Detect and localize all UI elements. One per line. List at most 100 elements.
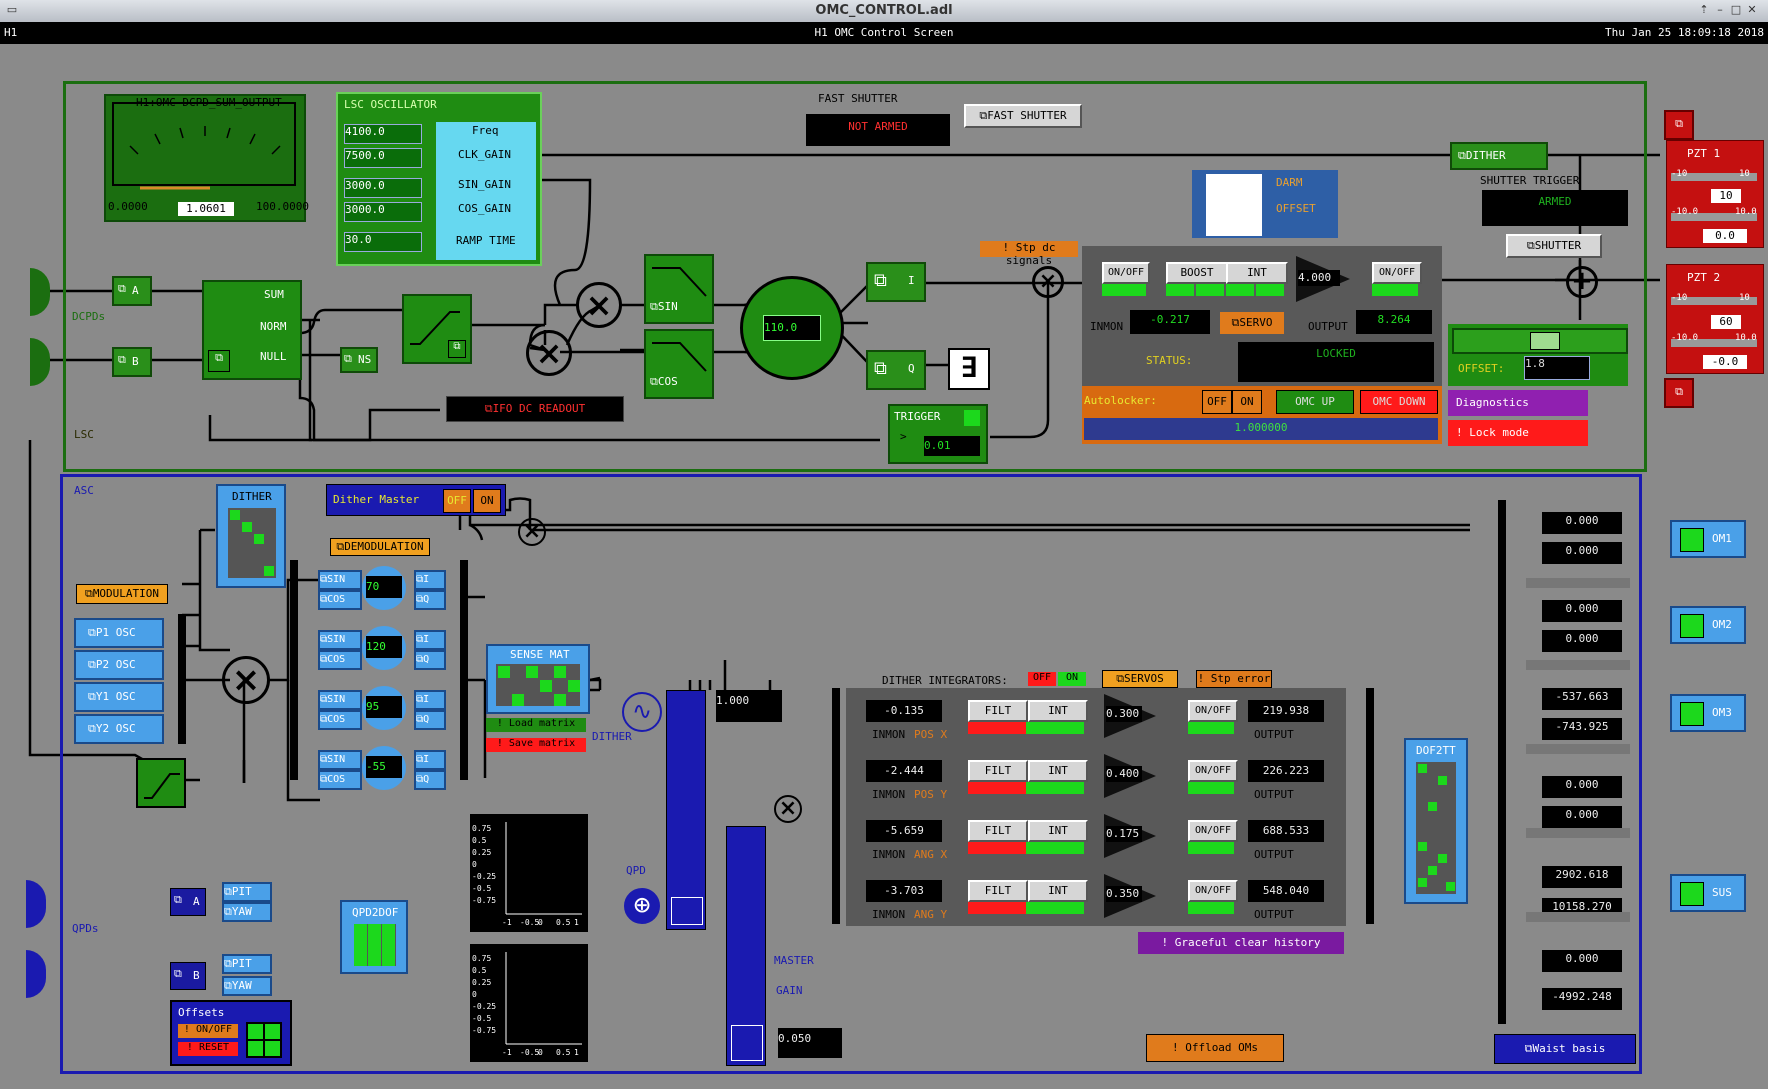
lock-mode-button[interactable]: ! Lock mode — [1448, 420, 1588, 446]
qpd-b-yaw-button[interactable]: ⧉YAW — [222, 976, 272, 996]
qpd-b-button[interactable]: ⧉B — [170, 962, 206, 990]
maximize-icon[interactable]: □ — [1730, 3, 1742, 16]
pzt1-a-field[interactable]: 10 — [1711, 189, 1741, 203]
demod-sin-button[interactable]: ⧉SIN — [318, 690, 362, 710]
dither-gain-slider-thumb[interactable] — [671, 897, 703, 925]
om-button[interactable]: SUS — [1670, 874, 1746, 912]
q-button[interactable]: ⧉Q — [866, 350, 926, 390]
demod-q-button[interactable]: ⧉Q — [414, 590, 446, 610]
dither-master-on-button[interactable]: ON — [473, 489, 501, 513]
asc-dither-matrix-button[interactable]: DITHER — [216, 484, 286, 588]
demod-phase-field[interactable]: 70 — [366, 576, 402, 598]
dcpd-b-button[interactable]: B⧉ — [112, 347, 152, 377]
autolocker-off-button[interactable]: OFF — [1202, 390, 1232, 414]
load-matrix-button[interactable]: ! Load matrix — [486, 718, 586, 732]
integrator-onoff-button[interactable]: ON/OFF — [1188, 820, 1238, 842]
integrator-int-button[interactable]: INT — [1028, 700, 1088, 722]
dither-master-off-button[interactable]: OFF — [443, 489, 471, 513]
demod-sin-button[interactable]: ⧉SIN — [318, 570, 362, 590]
demod-i-button[interactable]: ⧉I — [414, 750, 446, 770]
servos-button[interactable]: ⧉SERVOS — [1102, 670, 1178, 688]
integrators-on-button[interactable]: ON — [1058, 672, 1086, 686]
dcpd-a-button[interactable]: A⧉ — [112, 276, 152, 306]
integrator-gain-value[interactable]: 0.350 — [1106, 886, 1142, 902]
qpd-b-pit-button[interactable]: ⧉PIT — [222, 954, 272, 974]
ns-button[interactable]: ⧉NS — [340, 347, 378, 373]
integrator-gain-value[interactable]: 0.300 — [1106, 706, 1142, 722]
window-menu-icon[interactable]: ▭ — [6, 3, 18, 16]
integrator-filt-button[interactable]: FILT — [968, 820, 1028, 842]
lsc-dither-button[interactable]: ⧉DITHER — [1450, 142, 1548, 170]
integrator-filt-button[interactable]: FILT — [968, 700, 1028, 722]
dc-filter-block[interactable]: ⧉ — [402, 294, 472, 364]
cos-filter-block[interactable]: ⧉COS — [644, 329, 714, 399]
offset-slider[interactable] — [1452, 328, 1628, 354]
pzt-related-icon[interactable]: ⧉ — [1664, 110, 1694, 140]
autolocker-on-button[interactable]: ON — [1232, 390, 1262, 414]
i-button[interactable]: ⧉I — [866, 262, 926, 302]
trigger-threshold-field[interactable]: 0.01 — [924, 436, 980, 456]
integrator-onoff-button[interactable]: ON/OFF — [1188, 760, 1238, 782]
integrator-int-button[interactable]: INT — [1028, 820, 1088, 842]
filter-related-icon[interactable]: ⧉ — [448, 340, 466, 358]
trigger-block[interactable]: TRIGGER > 0.01 — [888, 404, 988, 464]
master-gain-slider-thumb[interactable] — [731, 1025, 763, 1061]
integrator-filt-button[interactable]: FILT — [968, 880, 1028, 902]
master-gain-slider[interactable] — [726, 826, 766, 1066]
om-button[interactable]: OM2 — [1670, 606, 1746, 644]
qpd-a-button[interactable]: ⧉A — [170, 888, 206, 916]
pzt1-b-field[interactable]: 0.0 — [1703, 229, 1747, 243]
offsets-reset-button[interactable]: ! RESET — [178, 1042, 238, 1056]
demod-i-button[interactable]: ⧉I — [414, 570, 446, 590]
demod-cos-button[interactable]: ⧉COS — [318, 650, 362, 670]
demod-sin-button[interactable]: ⧉SIN — [318, 630, 362, 650]
phase-field[interactable]: 110.0 — [763, 315, 821, 341]
p2-osc-button[interactable]: ⧉P2 OSC — [74, 650, 164, 680]
demod-cos-button[interactable]: ⧉COS — [318, 770, 362, 790]
sin-filter-block[interactable]: ⧉SIN — [644, 254, 714, 324]
demod-q-button[interactable]: ⧉Q — [414, 770, 446, 790]
demod-i-button[interactable]: ⧉I — [414, 690, 446, 710]
osc-ramp-time-field[interactable]: 30.0 — [344, 232, 422, 252]
demod-phase-field[interactable]: 95 — [366, 696, 402, 718]
demod-i-button[interactable]: ⧉I — [414, 630, 446, 650]
integrator-int-button[interactable]: INT — [1028, 880, 1088, 902]
omc-down-button[interactable]: OMC DOWN — [1360, 390, 1438, 414]
modulation-button[interactable]: ⧉MODULATION — [76, 584, 168, 604]
pzt2-related-icon[interactable]: ⧉ — [1664, 378, 1694, 408]
demod-q-button[interactable]: ⧉Q — [414, 650, 446, 670]
offload-oms-button[interactable]: ! Offload OMs — [1146, 1034, 1284, 1062]
fast-shutter-button[interactable]: ⧉FAST SHUTTER — [964, 104, 1082, 128]
demodulation-button[interactable]: ⧉DEMODULATION — [330, 538, 430, 556]
pzt2-a-field[interactable]: 60 — [1711, 315, 1741, 329]
ifo-dc-readout-button[interactable]: ⧉IFO DC READOUT — [446, 396, 624, 422]
pzt2-b-field[interactable]: -0.0 — [1703, 355, 1747, 369]
integrator-gain-value[interactable]: 0.175 — [1106, 826, 1142, 842]
stp-error-button[interactable]: ! Stp error — [1196, 670, 1272, 688]
osc-cos-gain-field[interactable]: 3000.0 — [344, 202, 422, 222]
integrator-int-button[interactable]: INT — [1028, 760, 1088, 782]
close-icon[interactable]: ✕ — [1747, 3, 1757, 16]
master-gain-value[interactable]: 0.050 — [778, 1028, 842, 1058]
dither-gain-slider[interactable] — [666, 690, 706, 930]
servo-in-onoff-button[interactable]: ON/OFF — [1102, 262, 1150, 284]
qpd-a-yaw-button[interactable]: ⧉YAW — [222, 902, 272, 922]
dither-gain-value[interactable]: 1.000 — [716, 690, 782, 722]
om-button[interactable]: OM3 — [1670, 694, 1746, 732]
graceful-clear-history-button[interactable]: ! Graceful clear history — [1138, 932, 1344, 954]
minimize-icon[interactable]: – — [1717, 3, 1723, 16]
offset-field[interactable]: 1.8 — [1524, 356, 1590, 380]
demod-phase-field[interactable]: 120 — [366, 636, 402, 658]
shutter-button[interactable]: ⧉SHUTTER — [1506, 234, 1602, 258]
offset-slider-thumb[interactable] — [1530, 332, 1560, 350]
diagnostics-button[interactable]: Diagnostics — [1448, 390, 1588, 416]
dof2tt-matrix-button[interactable]: DOF2TT — [1404, 738, 1468, 904]
qpd-a-pit-button[interactable]: ⧉PIT — [222, 882, 272, 902]
waist-basis-button[interactable]: ⧉Waist basis — [1494, 1034, 1636, 1064]
asc-hp-filter-block[interactable] — [136, 758, 186, 808]
servo-out-onoff-button[interactable]: ON/OFF — [1372, 262, 1422, 284]
osc-freq-field[interactable]: 4100.0 — [344, 124, 422, 144]
om-button[interactable]: OM1 — [1670, 520, 1746, 558]
int-button[interactable]: INT — [1226, 262, 1288, 284]
servo-gain-field[interactable]: 4.000 — [1298, 270, 1340, 286]
